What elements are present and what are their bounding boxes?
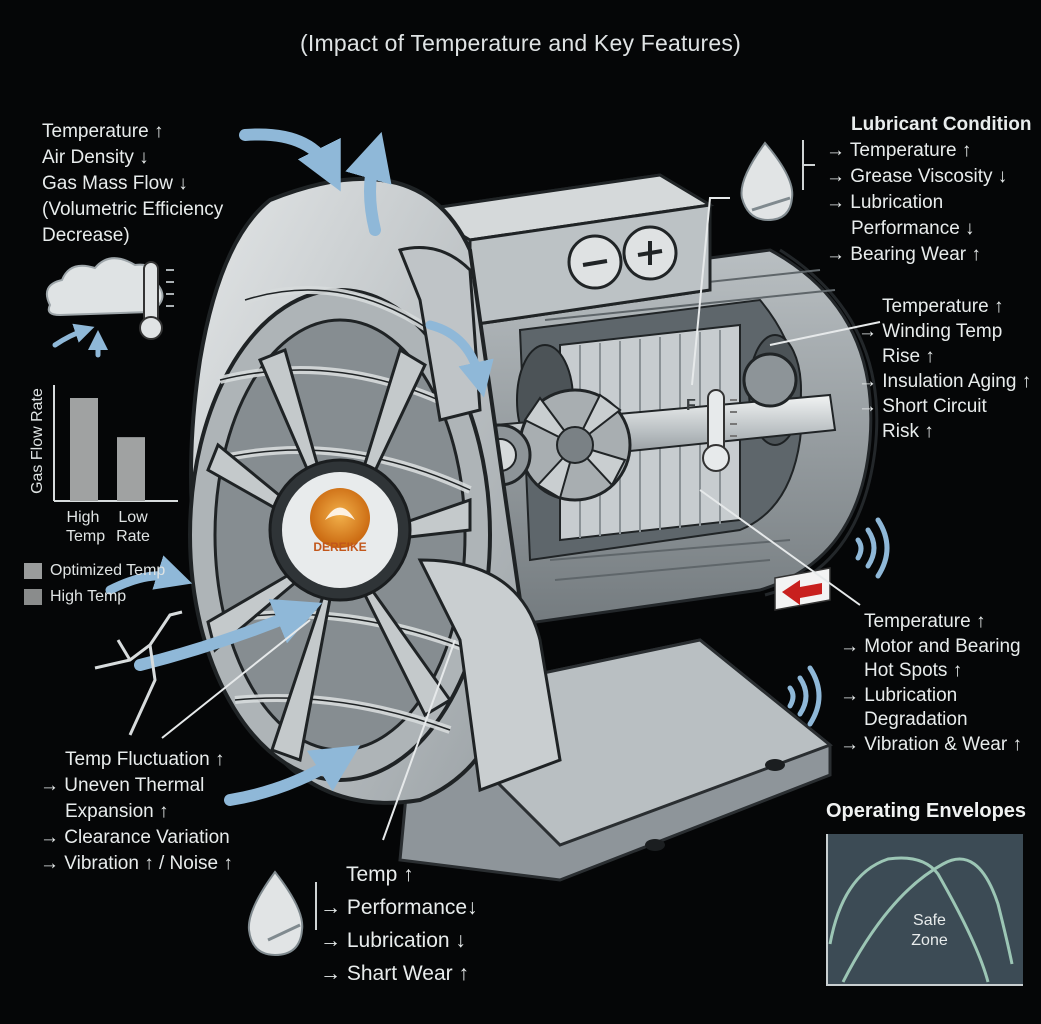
annotation-line: Air Density ↓ [42, 147, 149, 168]
legend-item: Optimized Temp [24, 562, 165, 580]
annotation-line: Expansion ↑ [65, 801, 169, 822]
annotation-line: → Winding Temp [858, 321, 1003, 342]
annotation-line: → Short Circuit [858, 396, 987, 417]
annotation-line: Degradation [864, 709, 968, 730]
vibration-waves-icon [787, 517, 890, 727]
annotation-line: → Insulation Aging ↑ [858, 371, 1032, 392]
annotation-line: → Clearance Variation [40, 827, 230, 848]
bottom-annotation: Temp ↑ → Performance↓ → Lubrication ↓ → … [320, 858, 478, 990]
air-density-annotation: Temperature ↑ Air Density ↓ Gas Mass Flo… [42, 119, 223, 249]
legend-swatch [24, 589, 42, 605]
droplet-icon-top [740, 140, 815, 222]
annotation-line: → Temperature ↑ [826, 140, 972, 161]
crack-icon [94, 610, 183, 736]
cloud-icon [46, 257, 164, 317]
brand-logo: DEREIKE [310, 488, 370, 554]
annotation-line: Performance ↓ [851, 218, 975, 239]
envelope-curves [828, 856, 1014, 983]
page-title: (Impact of Temperature and Key Features) [300, 30, 741, 56]
annotation-line: → Vibration ↑ / Noise ↑ [40, 853, 233, 874]
chart-legend: Optimized Temp High Temp [24, 562, 165, 606]
warning-label [774, 567, 831, 611]
annotation-line: Hot Spots ↑ [864, 660, 963, 681]
legend-swatch [24, 563, 42, 579]
thermometer-icon-center [702, 389, 737, 472]
leader-lines [161, 197, 881, 841]
annotation-line: Temperature ↑ [864, 611, 986, 632]
annotation-line: Temperature ↑ [42, 121, 164, 142]
annotation-line: Temp Fluctuation ↑ [65, 749, 225, 770]
annotation-line: → Performance↓ [320, 896, 478, 919]
annotation-line: Rise ↑ [882, 346, 935, 367]
lubricant-heading: Lubricant Condition [851, 114, 1032, 135]
annotation-line: → Vibration & Wear ↑ [840, 733, 1022, 755]
annotation-line: → Lubrication ↓ [320, 929, 466, 952]
gas-flow-plot [53, 385, 178, 502]
annotation-line: → Shart Wear ↑ [320, 962, 469, 985]
motor-bearing-annotation: Temperature ↑ → Motor and Bearing Hot Sp… [840, 610, 1022, 757]
envelope-curve-2 [841, 857, 1014, 983]
annotation-line: → Lubrication [840, 684, 958, 706]
annotation-line: → Grease Viscosity ↓ [826, 166, 1008, 187]
fluctuation-annotation: Temp Fluctuation ↑ → Uneven Thermal Expa… [40, 747, 233, 877]
droplet-icon-bottom [247, 870, 317, 957]
annotation-line: (Volumetric Efficiency [42, 199, 224, 220]
winding-annotation: Temperature ↑ → Winding Temp Rise ↑ → In… [858, 294, 1031, 444]
airflow-arrows [52, 128, 494, 806]
brand-logo-text: DEREIKE [313, 540, 366, 554]
legend-item: High Temp [24, 588, 165, 606]
chart-bar [117, 437, 145, 501]
envelope-title: Operating Envelopes [826, 800, 1027, 822]
annotation-line: Gas Mass Flow ↓ [42, 173, 188, 194]
annotation-line: Temperature ↑ [882, 296, 1004, 317]
annotation-line: → Bearing Wear ↑ [826, 244, 981, 265]
annotation-line: Risk ↑ [882, 421, 934, 442]
annotation-line: → Lubrication [826, 192, 944, 213]
annotation-line: → Uneven Thermal [40, 775, 205, 796]
legend-label: Optimized Temp [50, 562, 166, 579]
envelope-curve-1 [828, 856, 990, 983]
chart-bar [70, 398, 98, 501]
annotation-line: Decrease) [42, 225, 130, 246]
thermometer-icon-left [139, 261, 174, 340]
legend-label: High Temp [50, 588, 127, 605]
lubricant-annotation: Lubricant Condition → Temperature ↑ → Gr… [826, 112, 1031, 268]
annotation-line: Temp ↑ [346, 863, 414, 886]
annotation-line: → Motor and Bearing [840, 635, 1021, 657]
thermometer-letter: F [686, 397, 696, 414]
